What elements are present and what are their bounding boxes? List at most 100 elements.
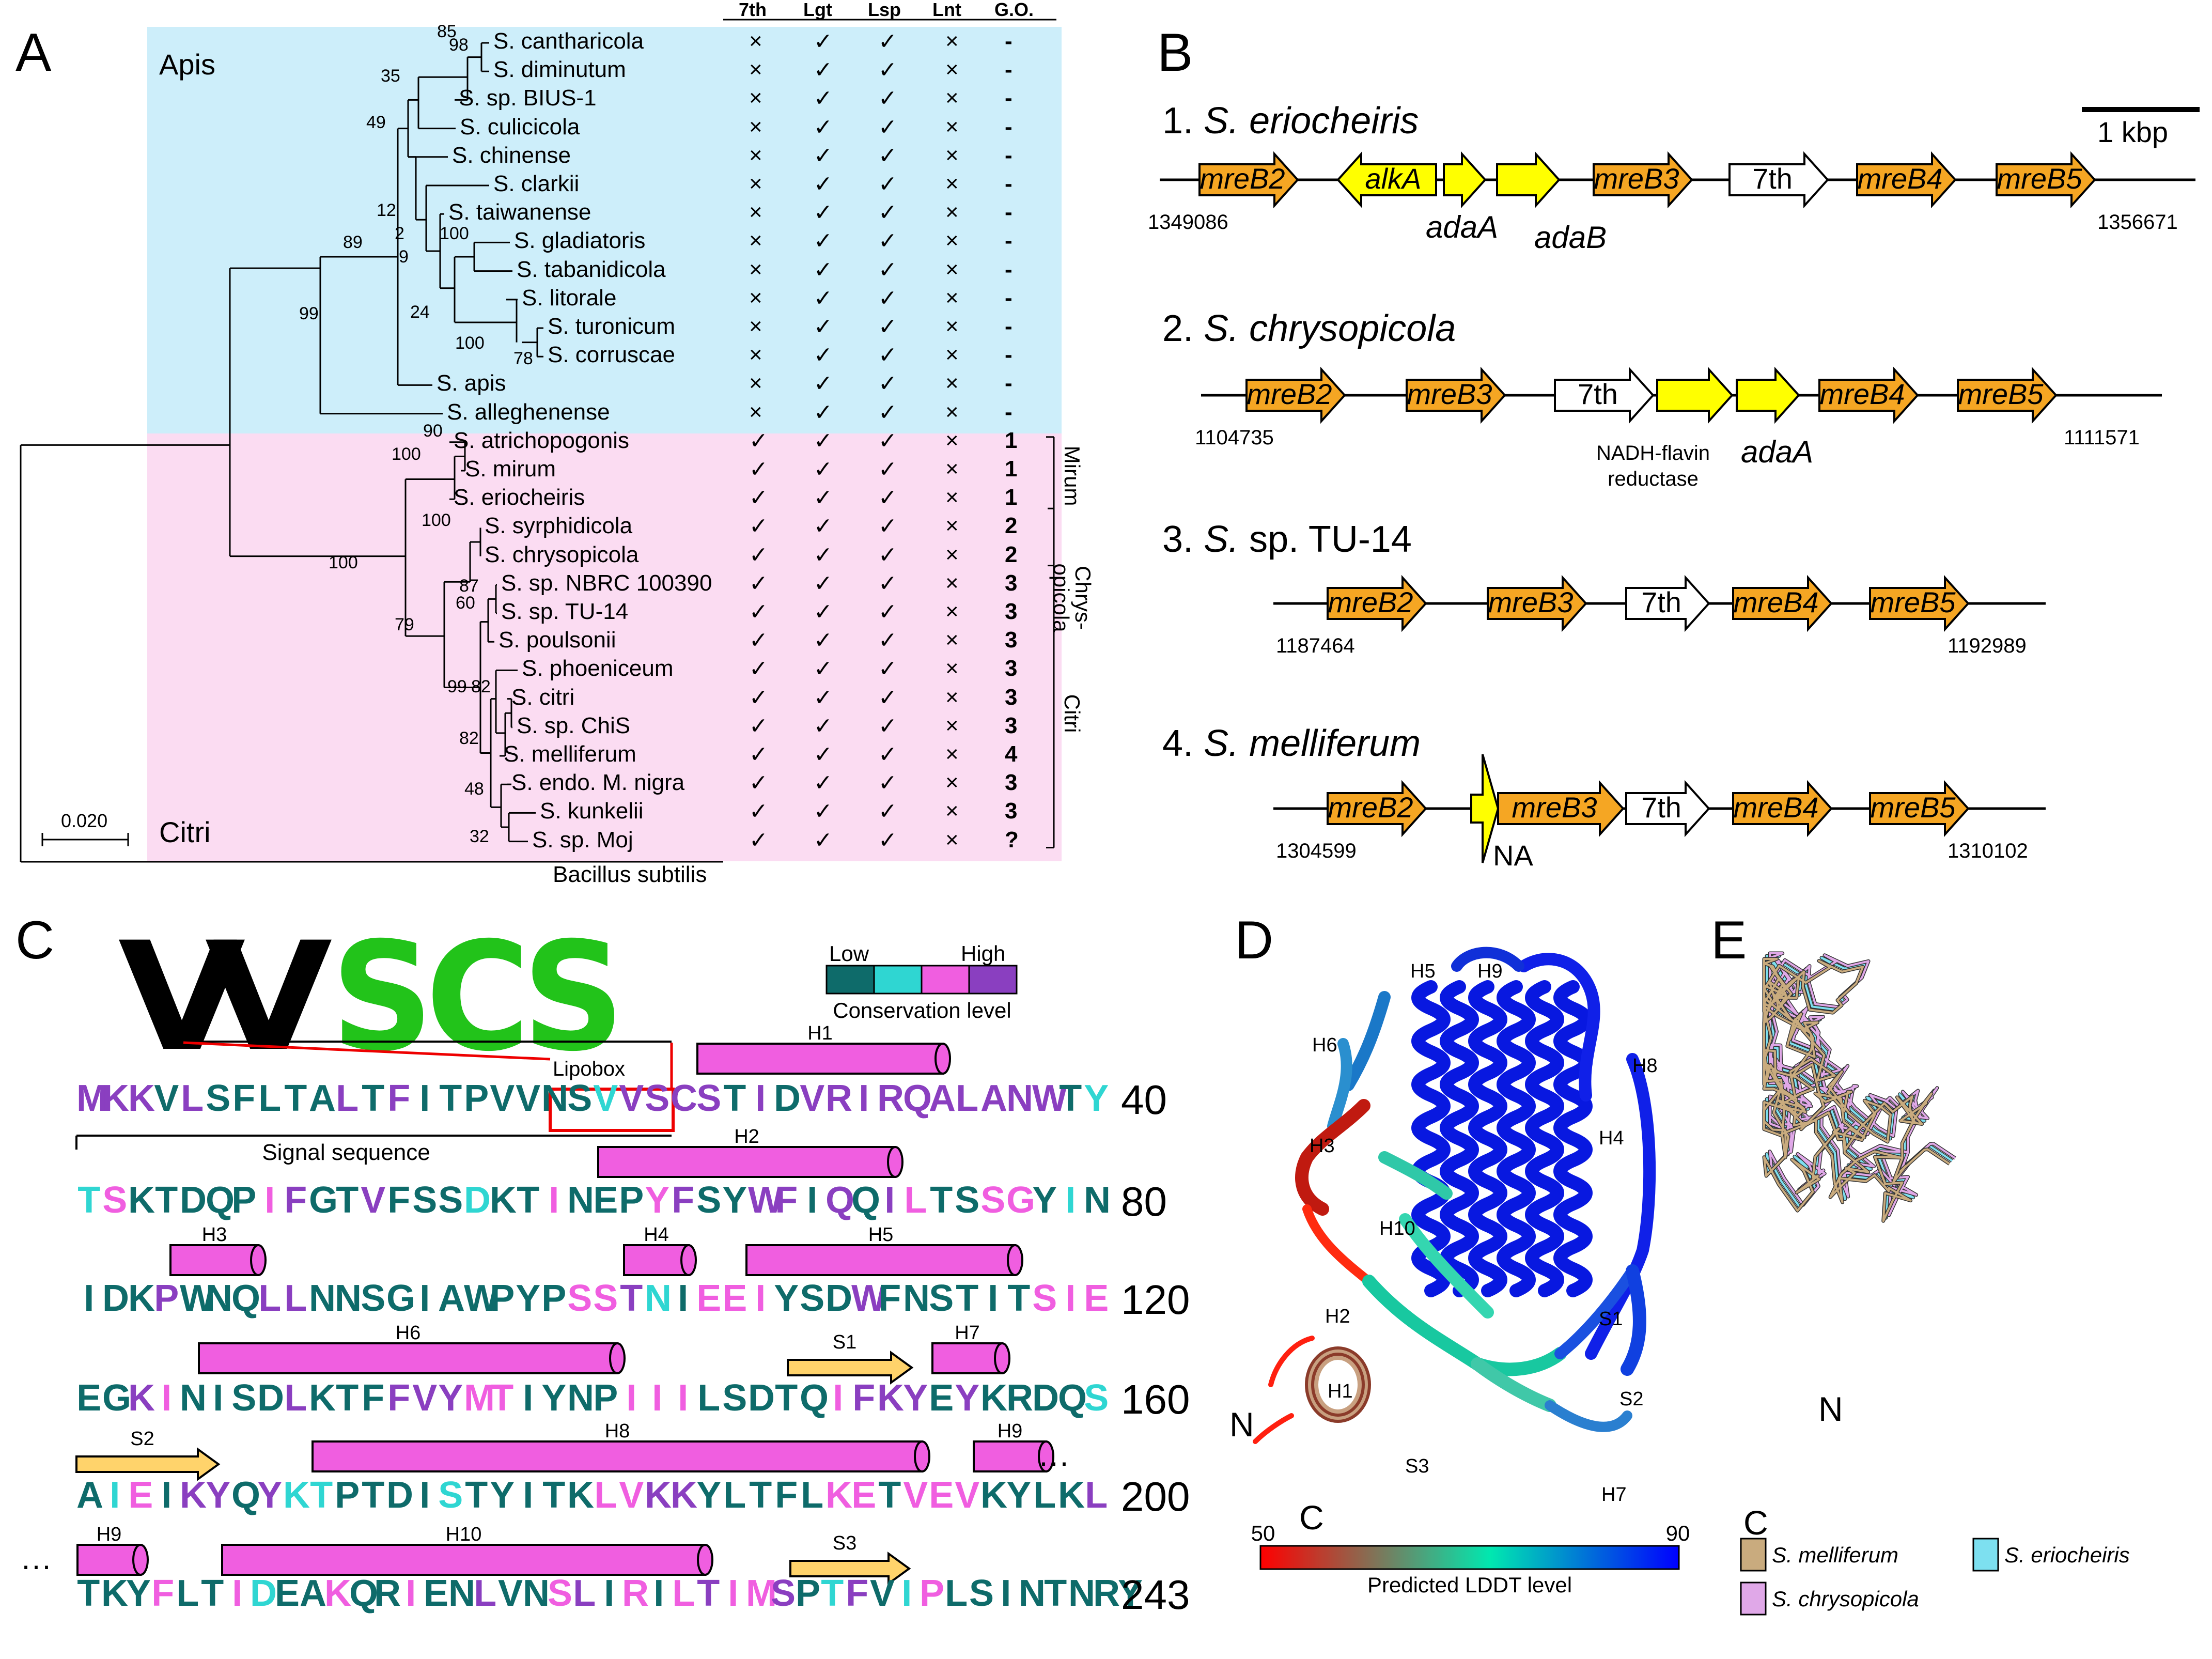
residue: N	[1019, 1573, 1047, 1614]
helix-cap	[697, 1544, 713, 1576]
trait-cell: ✓	[814, 399, 833, 425]
trait-cell: 3	[1005, 770, 1018, 796]
trait-cell: -	[1005, 342, 1012, 368]
residue: N	[541, 1078, 569, 1119]
helix-cap	[994, 1342, 1010, 1374]
trait-cell: ✓	[878, 656, 897, 682]
trait-cell: 3	[1005, 599, 1018, 624]
trait-cell: ×	[945, 85, 959, 111]
residue-number: 40	[1121, 1077, 1167, 1123]
residue: F	[846, 1573, 869, 1614]
trait-cell: -	[1005, 171, 1012, 196]
trait-cell: ×	[749, 399, 762, 425]
trait-cell: ×	[945, 28, 959, 54]
trait-cell: ×	[945, 199, 959, 225]
residue: A	[980, 1078, 1008, 1119]
legend-swatch	[1740, 1538, 1767, 1572]
residue: A	[438, 1278, 466, 1319]
locus-genus: S.	[1204, 100, 1239, 142]
bootstrap-value: 87	[459, 576, 479, 596]
taxon-name: S. sp. NBRC 100390	[501, 570, 712, 596]
residue: S	[980, 1180, 1006, 1221]
trait-cell: ✓	[749, 713, 768, 739]
bootstrap-value: 2	[395, 224, 404, 243]
trait-cell: 4	[1005, 741, 1018, 767]
clade-label-apis: Apis	[159, 48, 215, 81]
scale-bar-label: 0.020	[61, 810, 108, 831]
trait-cell: -	[1005, 256, 1012, 282]
trait-cell: ✓	[749, 457, 768, 482]
conservation-swatch	[873, 965, 923, 995]
panel-label-a: A	[15, 23, 52, 83]
residue: Q	[206, 1180, 236, 1221]
residue: D	[250, 1573, 278, 1614]
trait-cell: ×	[749, 28, 762, 54]
residue: V	[516, 1078, 541, 1119]
residue: D	[180, 1180, 208, 1221]
trait-cell: -	[1005, 370, 1012, 396]
ribbon-segment	[1399, 1213, 1494, 1319]
trait-cell: 1	[1005, 485, 1018, 510]
helix-cap	[1038, 1440, 1054, 1472]
residue: Y	[126, 1573, 152, 1614]
trait-cell: ×	[945, 827, 959, 852]
citri-background	[147, 433, 1062, 861]
residue: V	[412, 1377, 438, 1419]
n-terminus-label: N	[1818, 1390, 1843, 1428]
structure-label: H3	[1310, 1135, 1335, 1157]
bootstrap-value: 85	[437, 22, 457, 41]
beta-strand	[789, 1552, 911, 1586]
residue: V	[800, 1078, 825, 1119]
residue: P	[593, 1377, 619, 1419]
residue: Y	[645, 1180, 671, 1221]
locus-text: mreB3	[1594, 162, 1679, 195]
residue: F	[362, 1377, 385, 1419]
helix-cylinder	[311, 1440, 923, 1472]
gene-arrow	[1327, 575, 1427, 632]
locus-text: mreB5	[1871, 586, 1956, 618]
residue: E	[424, 1573, 449, 1614]
beta-strand	[787, 1351, 914, 1385]
locus-title: 1. S. eriocheiris	[1162, 100, 1419, 142]
residue: F	[284, 1180, 308, 1221]
residue: L	[672, 1573, 696, 1614]
ribbon-segment	[1497, 980, 1536, 1297]
trait-cell: ✓	[749, 485, 768, 511]
locus-title: 2. S. chrysopicola	[1162, 308, 1456, 349]
residue: V	[593, 1078, 619, 1119]
residue: N	[567, 1180, 595, 1221]
residue: V	[361, 1180, 386, 1221]
locus-species: sp. TU-14	[1239, 519, 1412, 560]
subclade-label: Chrys- opicola	[1049, 563, 1095, 632]
legend-label: S. chrysopicola	[1772, 1587, 1919, 1611]
ribbon-segment	[1268, 1336, 1315, 1387]
trait-cell: -	[1005, 314, 1012, 339]
taxon-name: S. alleghenense	[447, 399, 610, 425]
trait-cell: ✓	[814, 57, 833, 83]
trait-cell: -	[1005, 57, 1012, 83]
column-header: Lgt	[803, 0, 832, 20]
locus-text: 1356671	[2097, 211, 2178, 234]
trait-cell: ✓	[878, 228, 897, 254]
bootstrap-value: 48	[464, 779, 484, 799]
locus-number: 3.	[1162, 519, 1204, 560]
residue: K	[671, 1475, 698, 1516]
taxon-name: S. clarkii	[493, 171, 580, 196]
trait-cell: -	[1005, 399, 1012, 425]
structure-label: H10	[1379, 1218, 1415, 1239]
locus-species: eriocheiris	[1239, 100, 1419, 142]
trait-cell: ✓	[814, 143, 833, 168]
residue: E	[929, 1377, 955, 1419]
panel-label-e: E	[1711, 910, 1747, 970]
taxon-name: S. chrysopicola	[485, 541, 639, 567]
residue: T	[821, 1573, 845, 1614]
residue: I	[626, 1377, 637, 1419]
residue: T	[201, 1573, 225, 1614]
ribbon-segment	[1554, 1265, 1638, 1359]
legend-low: Low	[829, 941, 869, 966]
residue: P	[619, 1180, 645, 1221]
helix-label: H2	[734, 1126, 759, 1148]
